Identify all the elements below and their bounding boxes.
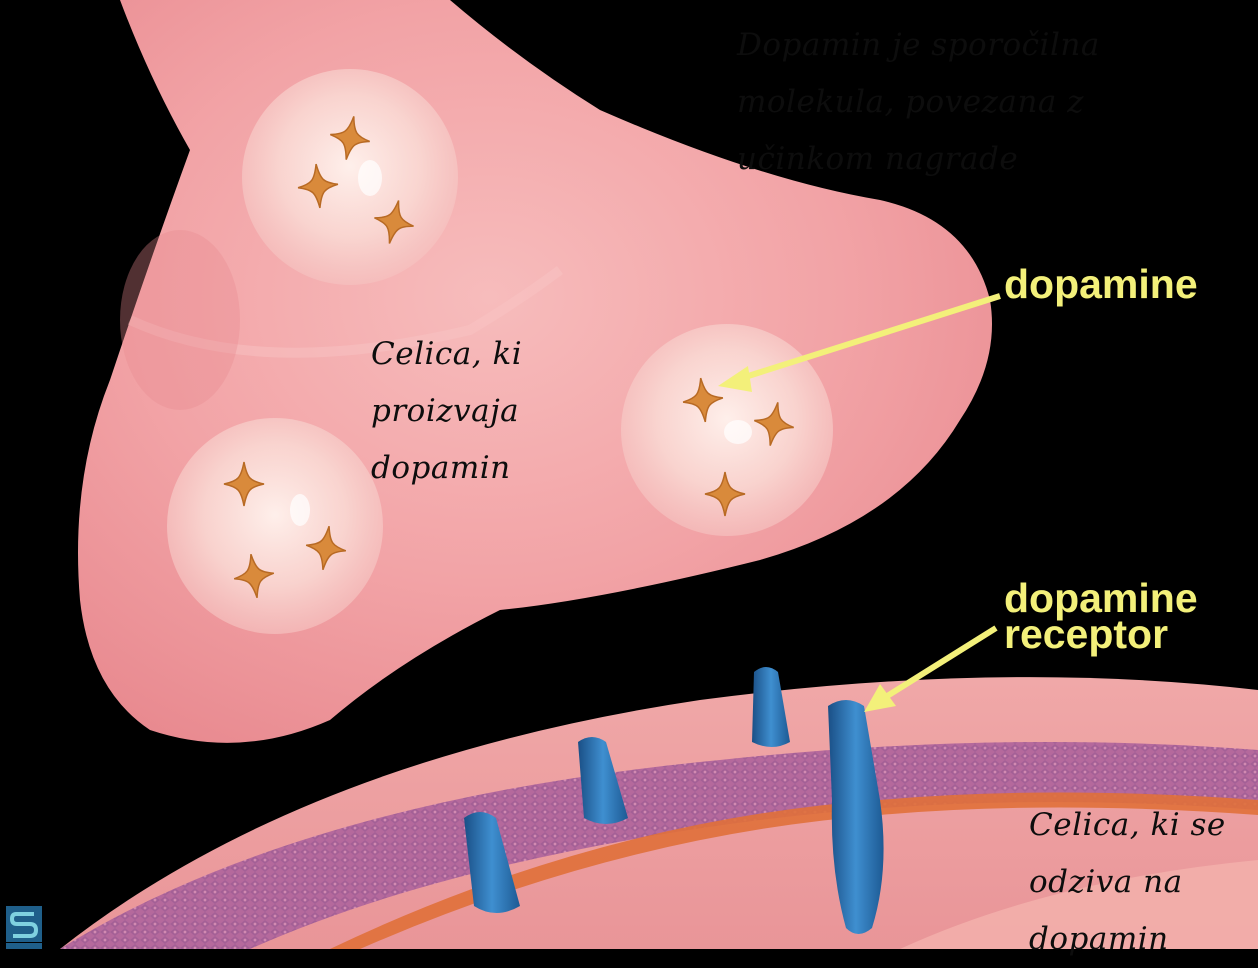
publisher-logo-icon bbox=[6, 906, 42, 949]
caption-line: dopamin bbox=[1029, 911, 1226, 968]
label-dopamine-receptor: dopamine receptor bbox=[1004, 580, 1198, 652]
caption-line: odziva na bbox=[1029, 854, 1226, 911]
caption-responding-cell: Celica, ki se odziva na dopamin bbox=[1029, 797, 1226, 968]
caption-line: molekula, povezana z bbox=[737, 74, 1100, 131]
caption-line: proizvaja bbox=[371, 383, 522, 440]
caption-producing-cell: Celica, ki proizvaja dopamin bbox=[371, 326, 522, 497]
label-line: receptor bbox=[1004, 616, 1198, 652]
vesicle-top bbox=[242, 69, 458, 285]
caption-line: Celica, ki bbox=[371, 326, 522, 383]
caption-line: dopamin bbox=[371, 440, 522, 497]
vesicle-right bbox=[621, 324, 833, 536]
vesicle-left bbox=[167, 418, 383, 634]
label-dopamine: dopamine bbox=[1004, 266, 1198, 302]
caption-line: Dopamin je sporočilna bbox=[737, 17, 1100, 74]
caption-dopamine-definition: Dopamin je sporočilna molekula, povezana… bbox=[737, 17, 1100, 188]
caption-line: učinkom nagrade bbox=[737, 131, 1100, 188]
caption-line: Celica, ki se bbox=[1029, 797, 1226, 854]
